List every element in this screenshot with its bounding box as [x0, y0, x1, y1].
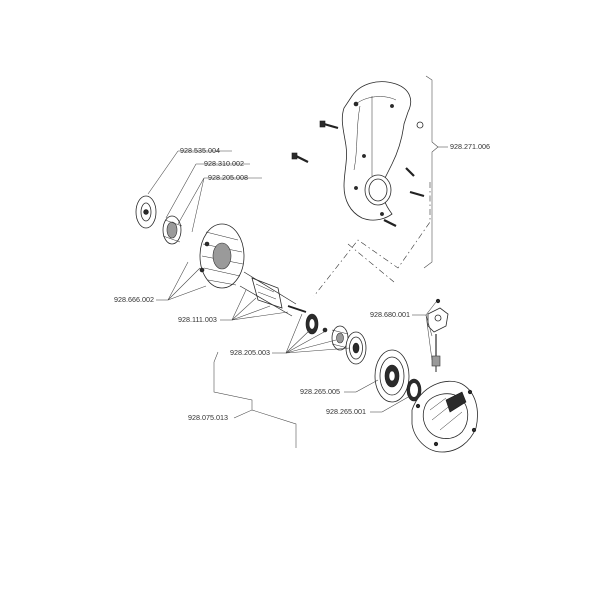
- housing-bolts: [291, 120, 425, 227]
- assembly-line: [313, 182, 431, 297]
- label-928-680-001: 928.680.001: [370, 310, 410, 319]
- ignition-coil-part: [239, 271, 297, 317]
- pin-part: [322, 327, 328, 333]
- label-928-265-005: 928.265.005: [300, 387, 340, 396]
- label-928-271-006: 928.271.006: [450, 142, 490, 151]
- rope-pulley-part: [374, 349, 410, 403]
- flywheel-nut-part: [135, 195, 157, 229]
- starter-pulley-part: [162, 215, 183, 245]
- shaft-pin: [287, 305, 307, 313]
- label-928-265-001: 928.265.001: [326, 407, 366, 416]
- label-928-535-004: 928.535.004: [180, 146, 220, 155]
- label-928-205-008: 928.205.008: [208, 173, 248, 182]
- label-928-075-013: 928.075.013: [188, 413, 228, 422]
- leader-lines: [147, 75, 448, 448]
- starter-housing-part: [411, 380, 478, 453]
- pawl-plate-part: [331, 325, 349, 351]
- label-928-111-003: 928.111.003: [178, 315, 217, 324]
- label-928-205-003: 928.205.003: [230, 348, 270, 357]
- starter-spring-part: [345, 331, 367, 365]
- label-928-666-002: 928.666.002: [114, 295, 154, 304]
- spring-retainer-part: [406, 378, 422, 402]
- assembly-line: [347, 243, 395, 283]
- starter-handle-part: [427, 298, 449, 372]
- label-928-310-002: 928.310.002: [204, 159, 244, 168]
- washer-part: [305, 313, 319, 335]
- fan-housing-part: [341, 81, 424, 221]
- flywheel-fan-part: [199, 223, 245, 289]
- part-labels: 928.535.004 928.310.002 928.205.008 928.…: [114, 142, 490, 422]
